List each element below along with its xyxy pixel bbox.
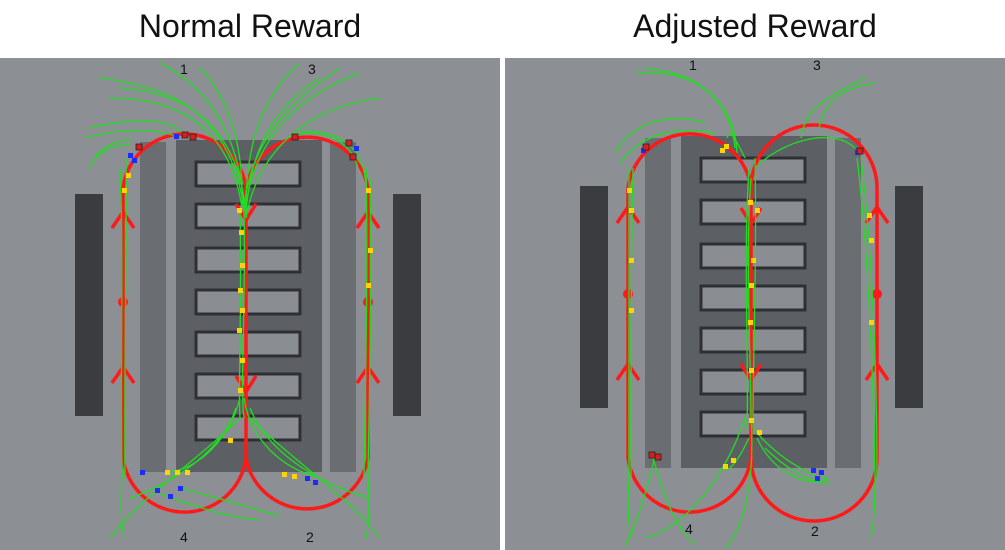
scene-adjusted-reward: 1 3 4 2: [505, 58, 1005, 550]
point-label-1: 1: [689, 58, 697, 73]
point-label-2: 2: [811, 523, 819, 539]
point-label-3: 3: [813, 58, 821, 73]
panel-title-normal-reward: Normal Reward: [138, 8, 362, 44]
point-label-3: 3: [308, 61, 316, 77]
point-label-4: 4: [685, 521, 693, 537]
scene-normal-reward: 1 3 4 2: [0, 58, 500, 550]
point-label-4: 4: [180, 529, 188, 545]
point-label-2: 2: [306, 529, 314, 545]
point-label-1: 1: [180, 61, 188, 77]
panel-title-adjusted-reward: Adjusted Reward: [633, 8, 877, 44]
